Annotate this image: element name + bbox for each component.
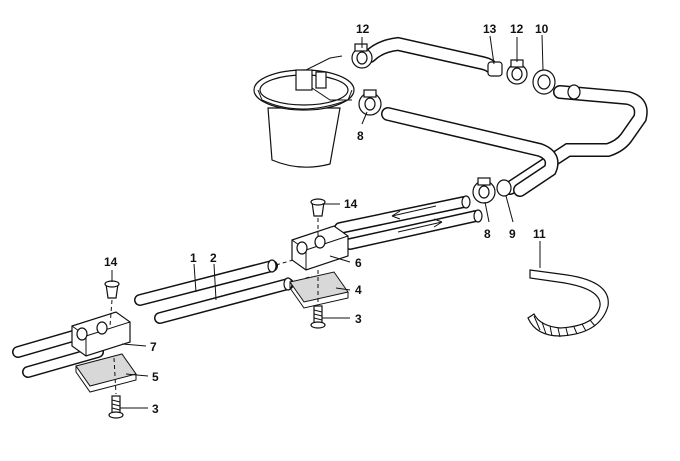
hose-clamp-8-bottom bbox=[472, 177, 496, 204]
pipe-pair-middle bbox=[334, 195, 483, 250]
callout-10: 10 bbox=[535, 22, 549, 36]
callout-6: 6 bbox=[355, 256, 362, 270]
plug-14-lower bbox=[104, 280, 120, 299]
callout-14-lower: 14 bbox=[104, 255, 118, 269]
hose-clamp-8-top bbox=[358, 89, 382, 116]
bracket-5 bbox=[75, 353, 137, 393]
pipe-holder-7 bbox=[71, 311, 131, 357]
fuel-tank-sender bbox=[253, 55, 355, 168]
hose-9 bbox=[496, 179, 512, 197]
callout-5: 5 bbox=[152, 370, 159, 384]
pipe-pair-1-2 bbox=[134, 257, 313, 324]
hose-clamp-12-right bbox=[506, 59, 528, 85]
grommet-10 bbox=[532, 69, 556, 95]
callout-14-upper: 14 bbox=[344, 197, 358, 211]
callout-13: 13 bbox=[483, 22, 497, 36]
plug-14-upper bbox=[310, 198, 326, 217]
callout-labels: 12 13 12 10 8 14 8 9 11 6 14 1 2 4 3 7 5… bbox=[104, 22, 549, 416]
callout-8-bottom: 8 bbox=[484, 227, 491, 241]
hose-clamp-band-11 bbox=[527, 269, 609, 338]
callout-9: 9 bbox=[509, 227, 516, 241]
screw-3-upper bbox=[310, 305, 326, 329]
callout-11: 11 bbox=[533, 227, 546, 241]
leader-lines bbox=[111, 34, 544, 409]
callout-1: 1 bbox=[190, 251, 197, 265]
screw-3-lower bbox=[108, 395, 124, 419]
callout-4: 4 bbox=[355, 283, 362, 297]
callout-2: 2 bbox=[210, 251, 217, 265]
callout-12-right: 12 bbox=[510, 22, 524, 36]
upper-hose-loop bbox=[363, 36, 648, 197]
callout-12-left: 12 bbox=[356, 22, 370, 36]
pipe-holder-6 bbox=[291, 225, 349, 271]
callout-7: 7 bbox=[150, 340, 157, 354]
hose-clamp-12-left bbox=[351, 43, 373, 69]
bracket-4 bbox=[289, 271, 349, 309]
callout-3-lower: 3 bbox=[152, 402, 159, 416]
callout-3-upper: 3 bbox=[355, 312, 362, 326]
pipe-left-stubs bbox=[12, 328, 104, 378]
callout-8-top: 8 bbox=[357, 129, 364, 143]
